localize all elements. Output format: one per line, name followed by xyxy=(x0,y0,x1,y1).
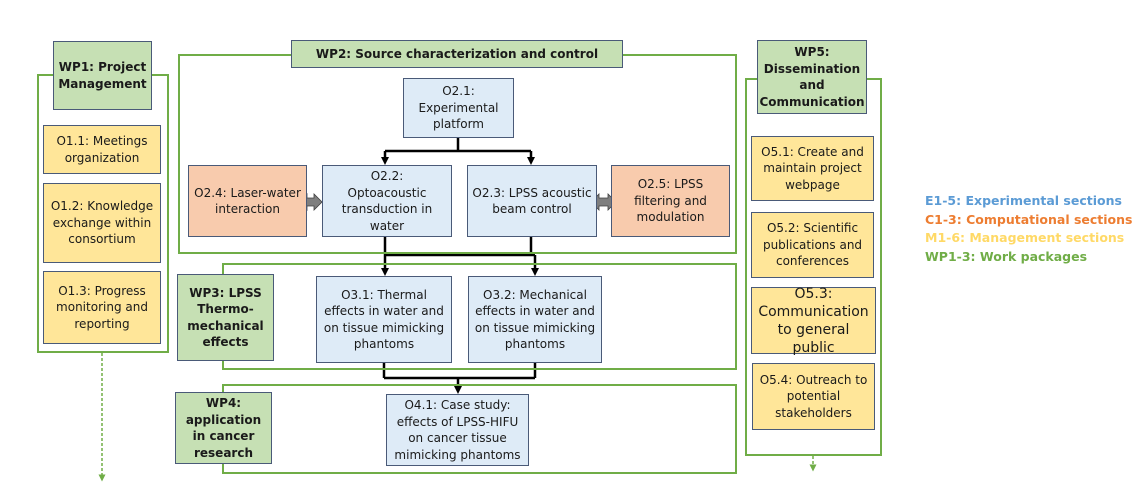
legend: E1-5: Experimental sections C1-3: Comput… xyxy=(925,192,1132,266)
legend-work-packages: WP1-3: Work packages xyxy=(925,248,1088,264)
wp2-header: WP2: Source characterization and control xyxy=(291,40,623,68)
objective-o3-1-label: O3.1: Thermal effects in water and on ti… xyxy=(323,287,445,352)
objective-o5-4-label: O5.4: Outreach to potential stakeholders xyxy=(759,372,868,420)
objective-o5-3-label: O5.3: Communication to general public xyxy=(758,285,869,356)
objective-o2-5-label: O2.5: LPSS filtering and modulation xyxy=(634,177,707,225)
wp4-header: WP4: application in cancer research xyxy=(175,392,272,464)
objective-o2-3: O2.3: LPSS acoustic beam control xyxy=(467,165,597,237)
wp3-header: WP3: LPSS Thermo-mechanical effects xyxy=(177,274,274,361)
objective-o1-3-label: O1.3: Progress monitoring and reporting xyxy=(56,283,148,331)
objective-o5-2-label: O5.2: Scientific publications and confer… xyxy=(762,221,863,269)
wp2-title: WP2: Source characterization and control xyxy=(315,46,599,61)
wp1-title: WP1: Project Management xyxy=(58,60,147,91)
objective-o1-1-label: O1.1: Meetings organization xyxy=(56,134,148,165)
edge-o21-to-o22-o23 xyxy=(381,137,535,165)
objective-o3-2: O3.2: Mechanical effects in water and on… xyxy=(468,276,602,363)
objective-o3-2-label: O3.2: Mechanical effects in water and on… xyxy=(474,287,596,352)
objective-o2-2-label: O2.2: Optoacoustic transduction in water xyxy=(341,169,433,233)
objective-o2-5: O2.5: LPSS filtering and modulation xyxy=(611,165,730,237)
objective-o2-1: O2.1: Experimental platform xyxy=(403,78,514,138)
edge-o22-o23-to-o31-o32 xyxy=(381,236,539,276)
objective-o5-1-label: O5.1: Create and maintain project webpag… xyxy=(761,144,864,192)
objective-o1-2-label: O1.2: Knowledge exchange within consorti… xyxy=(50,199,154,247)
legend-experimental: E1-5: Experimental sections xyxy=(925,193,1122,208)
wp5-title: WP5: Dissemination and Communication xyxy=(759,45,865,109)
objective-o3-1: O3.1: Thermal effects in water and on ti… xyxy=(316,276,452,363)
wp4-title: WP4: application in cancer research xyxy=(185,396,262,460)
wp3-title: WP3: LPSS Thermo-mechanical effects xyxy=(187,285,264,350)
legend-computational: C1-3: Computational sections xyxy=(925,211,1133,227)
wp1-header: WP1: Project Management xyxy=(53,41,152,110)
objective-o2-4: O2.4: Laser-water interaction xyxy=(188,165,307,237)
objective-o2-3-label: O2.3: LPSS acoustic beam control xyxy=(472,185,592,217)
legend-management: M1-6: Management sections xyxy=(925,230,1125,245)
objective-o5-4: O5.4: Outreach to potential stakeholders xyxy=(752,363,875,430)
objective-o2-4-label: O2.4: Laser-water interaction xyxy=(194,185,301,217)
objective-o4-1-label: O4.1: Case study: effects of LPSS-HIFU o… xyxy=(394,398,521,462)
objective-o2-1-label: O2.1: Experimental platform xyxy=(418,84,499,132)
wp5-header: WP5: Dissemination and Communication xyxy=(757,40,867,114)
objective-o4-1: O4.1: Case study: effects of LPSS-HIFU o… xyxy=(386,394,529,466)
objective-o5-2: O5.2: Scientific publications and confer… xyxy=(751,212,874,278)
objective-o1-1: O1.1: Meetings organization xyxy=(43,125,161,174)
objective-o2-2: O2.2: Optoacoustic transduction in water xyxy=(322,165,452,237)
edge-o31-o32-to-o41 xyxy=(382,362,537,394)
objective-o5-3: O5.3: Communication to general public xyxy=(751,285,876,356)
objective-o1-2: O1.2: Knowledge exchange within consorti… xyxy=(43,183,161,263)
objective-o1-3: O1.3: Progress monitoring and reporting xyxy=(43,271,161,344)
objective-o5-1: O5.1: Create and maintain project webpag… xyxy=(751,136,874,201)
